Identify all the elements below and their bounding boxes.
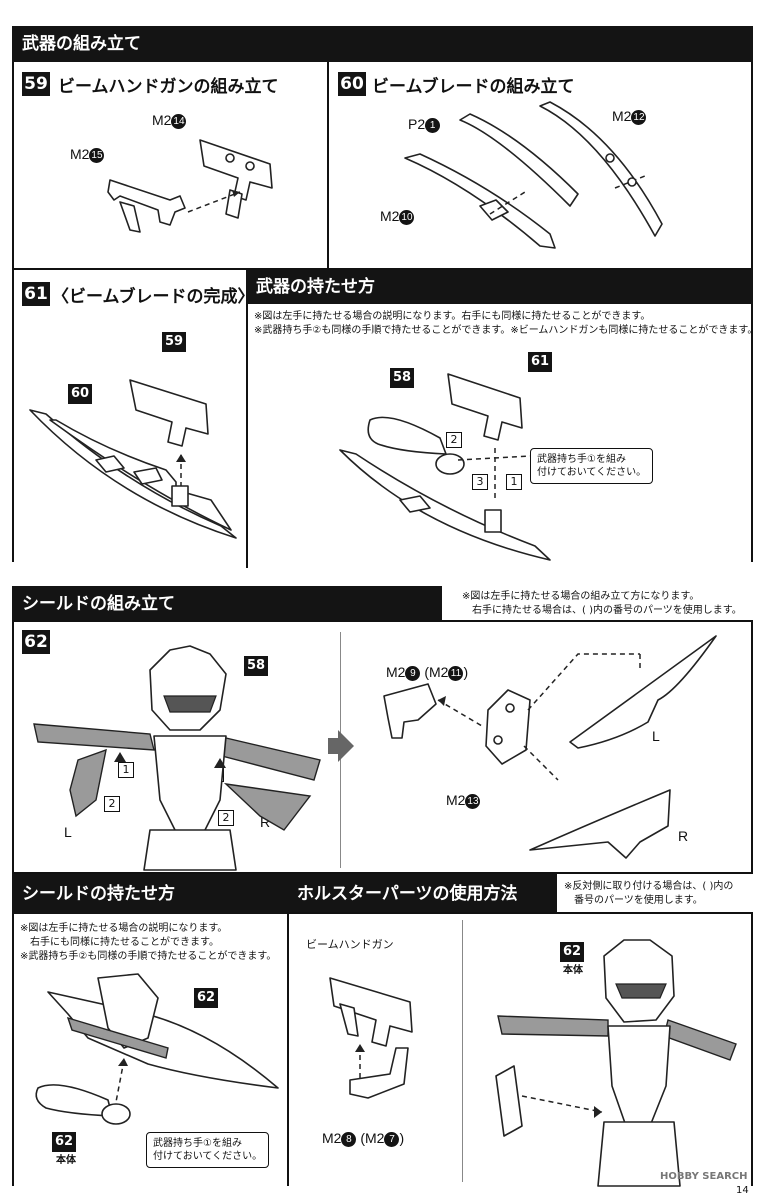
beam-blade-parts-illustration <box>404 101 663 249</box>
hold-weapon-callout: 武器持ち手①を組み 付けておいてください。 <box>530 448 654 484</box>
label-right-shield: R <box>260 814 271 830</box>
step-box-2: 2 <box>104 796 120 812</box>
step-59-number: 59 <box>22 72 50 96</box>
callout-line: 付けておいてください。 <box>153 1151 263 1162</box>
section-header-shield-assembly: シールドの組み立て <box>12 586 442 622</box>
part-tag-61: 61 <box>528 352 552 372</box>
shield-hold-note-2: 右手にも同様に持たせることができます。 <box>30 937 219 948</box>
part-number-badge: 9 <box>405 665 421 681</box>
part-number-badge: 10 <box>399 209 415 225</box>
divider-row1 <box>12 268 753 270</box>
hold-weapon-note-2: ※武器持ち手②も同様の手順で持たせることができます。※ビームハンドガンも同様に持… <box>254 325 758 336</box>
page-number: 14 <box>736 1185 749 1196</box>
divider-holster-top <box>287 912 753 914</box>
label-left-shield-part: L <box>652 728 660 744</box>
robot-with-shield-parts-illustration <box>33 645 321 871</box>
callout-line: 武器持ち手①を組み <box>153 1138 242 1149</box>
part-tag-58: 58 <box>244 656 268 676</box>
label-right-shield-part: R <box>678 828 689 844</box>
body-label: 本体 <box>56 1155 76 1166</box>
section-header-shield-hold: シールドの持たせ方 <box>12 874 287 914</box>
shield-parts-illustration <box>383 635 717 859</box>
part-tag-62-body: 62 <box>52 1132 76 1152</box>
frame-left-bottom <box>12 914 14 1186</box>
step-61-number: 61 <box>22 282 50 306</box>
shield-assembly-note-2: 右手に持たせる場合は、( )内の番号のパーツを使用します。 <box>472 605 742 616</box>
divider-holster-mid <box>462 920 463 1182</box>
beam-handgun-label: ビームハンドガン <box>306 938 394 951</box>
frame-left-shield <box>12 620 14 872</box>
divider-61-hold <box>246 268 248 568</box>
shield-hold-note-3: ※武器持ち手②も同様の手順で持たせることができます。 <box>20 951 277 962</box>
part-tag-60: 60 <box>68 384 92 404</box>
shield-assembly-note-1: ※図は左手に持たせる場合の組み立て方になります。 <box>462 591 700 602</box>
step-box-2: 2 <box>218 810 234 826</box>
section-header-holster: ホルスターパーツの使用方法 <box>287 874 557 914</box>
callout-line: 武器持ち手①を組み <box>537 454 626 465</box>
holster-note-2: 番号のパーツを使用します。 <box>574 895 703 906</box>
section-header-weapon-assembly: 武器の組み立て <box>12 26 753 62</box>
label-left-shield: L <box>64 824 72 840</box>
step-box-2: 2 <box>446 432 462 448</box>
hold-weapon-note-1: ※図は左手に持たせる場合の説明になります。右手にも同様に持たせることができます。 <box>254 311 651 322</box>
step-61-title: 〈ビームブレードの完成〉 <box>52 287 255 307</box>
step-60-title: ビームブレードの組み立て <box>372 77 575 97</box>
completed-beam-blade-illustration <box>29 379 237 539</box>
frame-left <box>12 62 14 562</box>
frame-right <box>751 62 753 562</box>
step-62-number: 62 <box>22 630 50 654</box>
step-box-3: 3 <box>472 474 488 490</box>
holster-parts-illustration <box>329 977 413 1099</box>
shield-hold-illustration <box>35 973 279 1125</box>
shield-hold-note-1: ※図は左手に持たせる場合の説明になります。 <box>20 923 228 934</box>
part-number-badge: 11 <box>448 665 464 681</box>
step-box-1: 1 <box>506 474 522 490</box>
callout-line: 付けておいてください。 <box>537 467 647 478</box>
body-label: 本体 <box>563 965 583 976</box>
step-59-title: ビームハンドガンの組み立て <box>58 77 279 97</box>
part-number-badge: 7 <box>384 1131 400 1147</box>
part-tag-62-body: 62 <box>560 942 584 962</box>
divider-shield-bottom <box>12 872 753 874</box>
watermark: HOBBY SEARCH <box>660 1171 748 1182</box>
frame-right-shield <box>751 620 753 872</box>
hold-weapon-illustration <box>339 373 551 561</box>
next-arrow-icon <box>328 730 354 762</box>
section-header-hold-weapon: 武器の持たせ方 <box>246 270 753 304</box>
part-tag-59: 59 <box>162 332 186 352</box>
part-tag-58: 58 <box>390 368 414 388</box>
part-number-badge: 13 <box>465 793 481 809</box>
divider-shield-hold <box>287 874 289 1186</box>
part-number-badge: 1 <box>425 117 441 133</box>
part-number-badge: 15 <box>89 147 105 163</box>
shield-hold-callout: 武器持ち手①を組み 付けておいてください。 <box>146 1132 270 1168</box>
frame-right-bottom <box>751 912 753 1186</box>
part-number-badge: 14 <box>171 113 187 129</box>
step-60-number: 60 <box>338 72 366 96</box>
part-number-badge: 8 <box>341 1131 357 1147</box>
part-tag-62: 62 <box>194 988 218 1008</box>
robot-with-holster-illustration <box>495 939 737 1187</box>
divider-59-60 <box>327 62 329 268</box>
divider-shield-top <box>12 620 753 622</box>
beam-handgun-parts-illustration <box>107 139 273 233</box>
step-box-1: 1 <box>118 762 134 778</box>
part-number-badge: 12 <box>631 109 647 125</box>
holster-note-1: ※反対側に取り付ける場合は、( )内の <box>564 881 734 892</box>
